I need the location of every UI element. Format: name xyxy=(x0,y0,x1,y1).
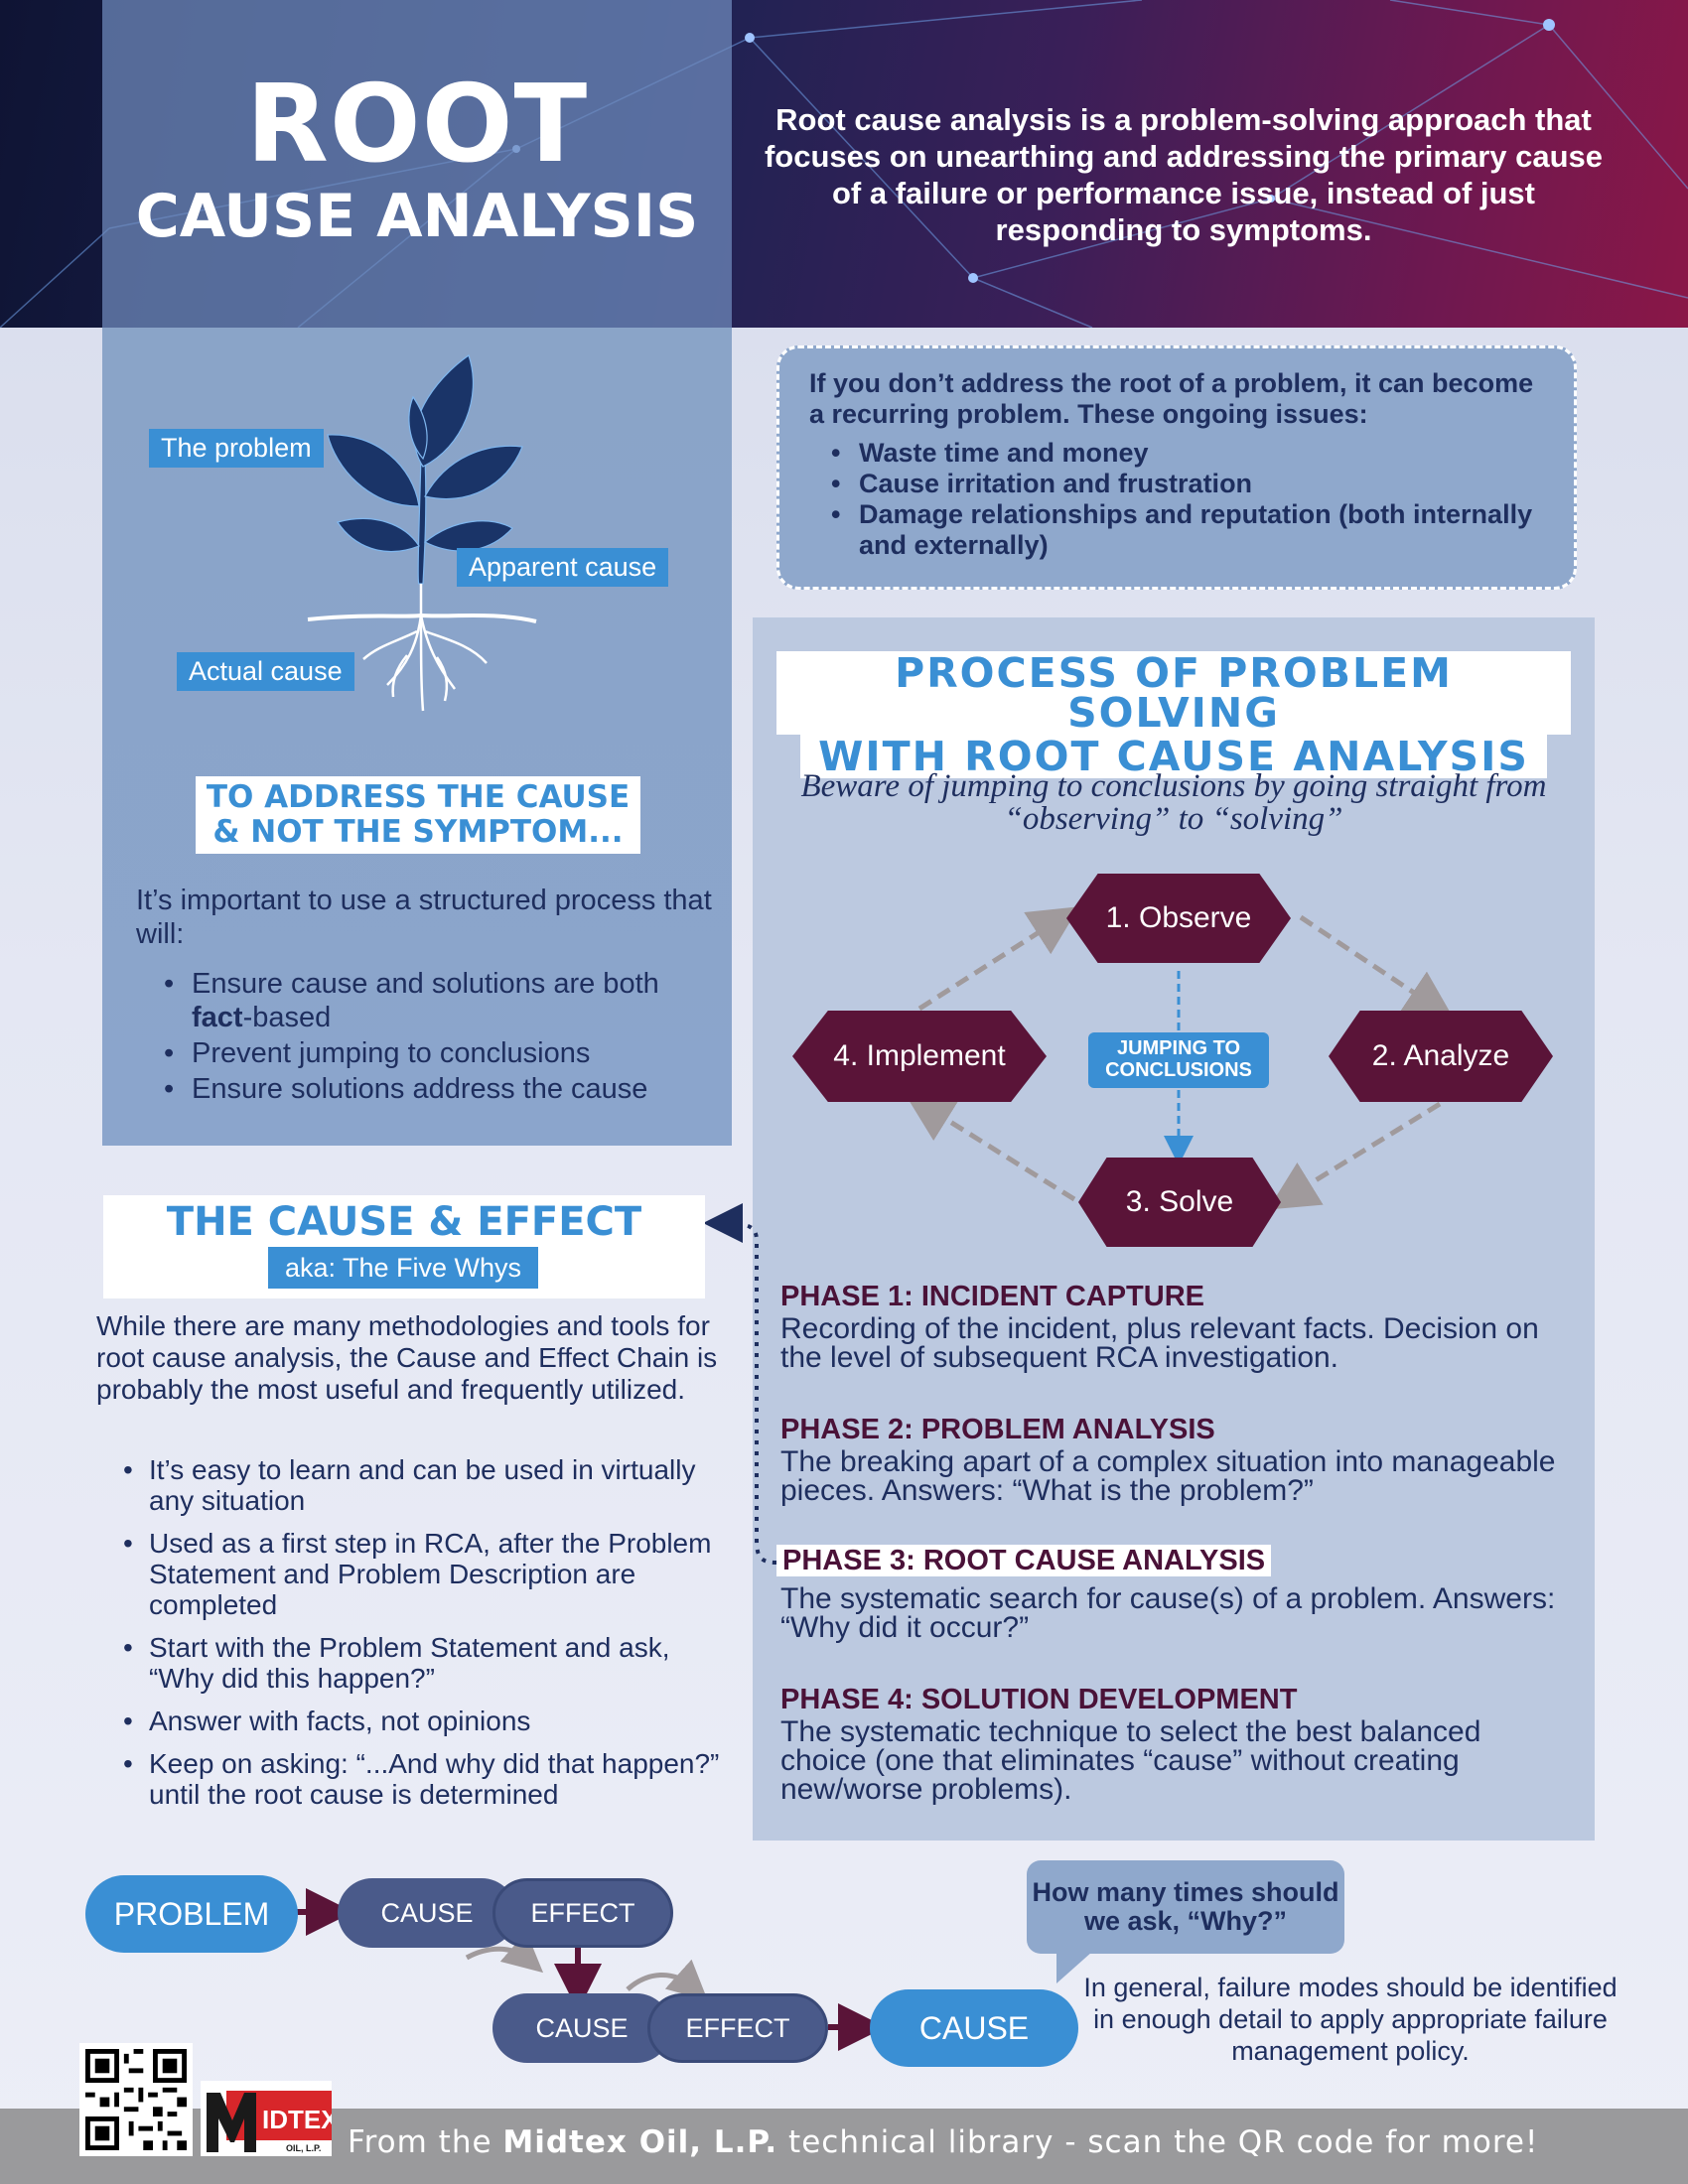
address-list: Ensure cause and solutions are both fact… xyxy=(164,967,720,1108)
step-solve: 3. Solve xyxy=(1078,1158,1281,1247)
bubble-tail xyxy=(1056,1952,1092,1983)
flow-cause-1: CAUSE xyxy=(338,1878,516,1948)
svg-text:IDTEX: IDTEX xyxy=(262,2105,332,2134)
phase2-title: PHASE 2: PROBLEM ANALYSIS xyxy=(780,1414,1215,1445)
plant-icon xyxy=(307,354,537,712)
phase1-title: PHASE 1: INCIDENT CAPTURE xyxy=(780,1281,1204,1312)
list-item: Prevent jumping to conclusions xyxy=(164,1036,720,1070)
chain-list: It’s easy to learn and can be used in vi… xyxy=(123,1454,739,1822)
address-body: It’s important to use a structured proce… xyxy=(136,885,712,950)
phase1-body: Recording of the incident, plus relevant… xyxy=(780,1312,1539,1374)
step-implement: 4. Implement xyxy=(792,1011,1047,1102)
address-heading-line1: TO ADDRESS THE CAUSE xyxy=(206,779,631,815)
list-item: Ensure solutions address the cause xyxy=(164,1072,720,1106)
phase4-title: PHASE 4: SOLUTION DEVELOPMENT xyxy=(780,1684,1298,1715)
list-item: Damage relationships and reputation (bot… xyxy=(831,499,1544,561)
note-list: Waste time and money Cause irritation an… xyxy=(809,438,1544,561)
title-panel: ROOT CAUSE ANALYSIS xyxy=(102,0,732,328)
list-item: Start with the Problem Statement and ask… xyxy=(123,1632,739,1694)
header-banner: ROOT CAUSE ANALYSIS Root cause analysis … xyxy=(0,0,1688,328)
recurring-problem-note: If you don’t address the root of a probl… xyxy=(776,345,1577,590)
label-actual-cause: Actual cause xyxy=(177,652,354,691)
flow-effect-1: EFFECT xyxy=(492,1878,673,1948)
flow-effect-2: EFFECT xyxy=(647,1993,828,2063)
list-item: Waste time and money xyxy=(831,438,1544,469)
qr-code-icon[interactable] xyxy=(79,2043,193,2156)
process-title-line1: PROCESS OF PROBLEM SOLVING xyxy=(776,651,1571,735)
chain-aka-badge: aka: The Five Whys xyxy=(268,1247,538,1289)
label-the-problem: The problem xyxy=(149,429,324,468)
address-heading-line2: & NOT THE SYMPTOM... xyxy=(212,814,624,850)
list-item: Cause irritation and frustration xyxy=(831,469,1544,499)
list-item: Ensure cause and solutions are both fact… xyxy=(164,967,720,1034)
midtex-logo: IDTEX OIL, L.P. xyxy=(201,2081,339,2156)
phase3-title: PHASE 3: ROOT CAUSE ANALYSIS xyxy=(776,1545,1272,1576)
list-item: Answer with facts, not opinions xyxy=(123,1706,739,1736)
chain-body: While there are many methodologies and t… xyxy=(96,1310,718,1405)
note-intro: If you don’t address the root of a probl… xyxy=(809,368,1534,429)
footer-text: From the Midtex Oil, L.P. technical libr… xyxy=(348,2124,1539,2160)
step-analyze: 2. Analyze xyxy=(1329,1011,1553,1102)
list-item: Used as a first step in RCA, after the P… xyxy=(123,1528,739,1620)
phase2-body: The breaking apart of a complex situatio… xyxy=(780,1445,1556,1507)
flow-cause-2: CAUSE xyxy=(492,1993,671,2063)
process-title: PROCESS OF PROBLEM SOLVING WITH ROOT CAU… xyxy=(776,651,1571,778)
flow-arrows xyxy=(290,1888,886,2051)
failure-modes-text: In general, failure modes should be iden… xyxy=(1083,1973,1618,2066)
jumping-to-conclusions-label: JUMPING TO CONCLUSIONS xyxy=(1088,1032,1269,1088)
svg-text:OIL, L.P.: OIL, L.P. xyxy=(286,2143,321,2153)
list-item: It’s easy to learn and can be used in vi… xyxy=(123,1454,739,1516)
label-apparent-cause: Apparent cause xyxy=(457,548,669,587)
page-title: ROOT xyxy=(245,63,589,187)
why-question-bubble: How many times should we ask, “Why?” xyxy=(1027,1860,1344,1954)
cycle-arrows xyxy=(905,906,1455,1210)
phase3-body: The systematic search for cause(s) of a … xyxy=(780,1582,1556,1644)
process-subtitle: Beware of jumping to conclusions by goin… xyxy=(800,768,1547,837)
address-heading: TO ADDRESS THE CAUSE & NOT THE SYMPTOM..… xyxy=(196,776,640,854)
connector-arrow xyxy=(703,1203,777,1565)
intro-paragraph: Root cause analysis is a problem-solving… xyxy=(764,102,1604,247)
step-observe: 1. Observe xyxy=(1066,874,1291,963)
flow-problem: PROBLEM xyxy=(85,1875,298,1953)
phase4-body: The systematic technique to select the b… xyxy=(780,1715,1481,1806)
process-title-line2: WITH ROOT CAUSE ANALYSIS xyxy=(800,735,1547,778)
page-subtitle: CAUSE ANALYSIS xyxy=(135,182,699,251)
list-item: Keep on asking: “...And why did that hap… xyxy=(123,1748,739,1810)
flow-final-cause: CAUSE xyxy=(870,1989,1078,2067)
